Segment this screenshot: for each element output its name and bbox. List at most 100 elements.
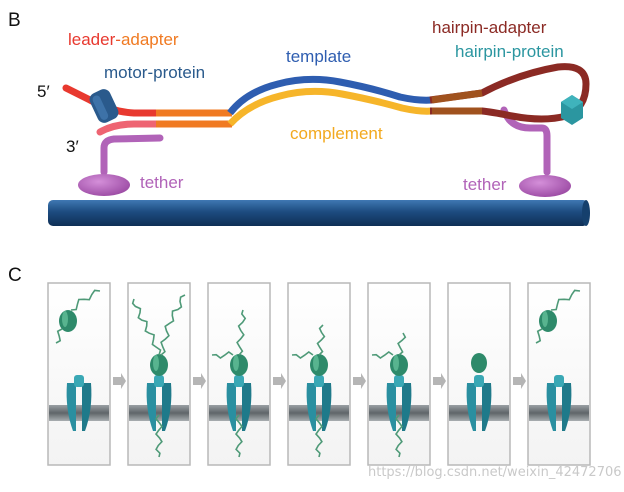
- watermark: https://blog.csdn.net/weixin_42472706: [368, 465, 622, 480]
- motor-highlight: [233, 355, 239, 371]
- step-arrow-6: [513, 373, 526, 389]
- dna-threaded: [314, 414, 324, 458]
- hairpin-adapter-light: [431, 89, 483, 115]
- frame-border: [47, 282, 111, 466]
- step-arrow-1: [113, 373, 126, 389]
- dna-strand: [131, 298, 162, 356]
- label-five-prime: 5′: [37, 82, 50, 101]
- membrane: [49, 405, 109, 421]
- pore-right-half: [162, 383, 172, 431]
- frame-2: [127, 282, 191, 466]
- frame-5: [367, 282, 431, 466]
- dna-threaded: [234, 414, 244, 458]
- nanopore: [466, 375, 492, 431]
- nanopore: [546, 375, 572, 431]
- motor-highlight: [542, 311, 548, 327]
- dna-lead: [211, 351, 234, 359]
- motor-complex: [230, 354, 248, 376]
- pore-cap: [474, 375, 484, 387]
- hairpin-protein-shape: [561, 95, 583, 125]
- dna-threaded: [154, 414, 164, 458]
- motor-highlight: [313, 355, 319, 371]
- motor-highlight: [153, 355, 159, 371]
- pore-left-half: [146, 383, 156, 431]
- pore-left-half: [386, 383, 396, 431]
- dna-upper: [236, 309, 247, 356]
- panel-b-letter: B: [8, 10, 21, 31]
- frame-3: [207, 282, 271, 466]
- motor-highlight: [393, 355, 399, 371]
- dna-lead: [291, 351, 314, 359]
- dna-threaded: [394, 414, 404, 458]
- pore-left-half: [466, 383, 476, 431]
- panel-c-letter: C: [8, 265, 22, 286]
- pore-left-half: [546, 383, 556, 431]
- step-arrow-2: [193, 373, 206, 389]
- tether-left-strand: [100, 134, 164, 176]
- pore-left-half: [306, 383, 316, 431]
- step-arrow-5: [433, 373, 446, 389]
- pore-right-half: [562, 383, 572, 431]
- membrane: [449, 405, 509, 421]
- complement-leader-strand: [96, 120, 162, 136]
- motor-complex: [390, 354, 408, 376]
- pore-right-half: [482, 383, 492, 431]
- pore-cap: [314, 375, 324, 387]
- label-motor-protein: motor-protein: [104, 63, 205, 82]
- panel-c: C: [8, 265, 591, 466]
- label-tether-right: tether: [463, 175, 507, 194]
- membrane: [289, 405, 349, 421]
- pore-cap: [234, 375, 244, 387]
- label-template: template: [286, 47, 351, 66]
- pore-left-half: [226, 383, 236, 431]
- pore-right-half: [322, 383, 332, 431]
- dna-strand: [70, 289, 101, 311]
- label-complement: complement: [290, 124, 383, 143]
- membrane: [529, 405, 589, 421]
- dna-strand: [550, 289, 581, 311]
- dna-tail: [55, 328, 63, 344]
- tether-right-anchor: [519, 175, 571, 197]
- dna-upper: [397, 332, 407, 356]
- pore-right-half: [402, 383, 412, 431]
- frame-4: [287, 282, 351, 466]
- motor-complex: [310, 354, 328, 376]
- dna-strand-2: [160, 294, 186, 356]
- motor-released: [471, 353, 487, 373]
- motor-body: [150, 354, 168, 376]
- motor-highlight: [62, 311, 68, 327]
- membrane: [209, 405, 269, 421]
- nanopore: [146, 375, 172, 431]
- frame-strip: [47, 282, 591, 466]
- pore-cap: [554, 375, 564, 387]
- panel-b: B: [8, 10, 590, 226]
- frame-7: [527, 282, 591, 466]
- motor-body: [310, 354, 328, 376]
- tether-left-anchor: [78, 174, 130, 196]
- nanopore: [226, 375, 252, 431]
- pore-left-half: [66, 383, 76, 431]
- motor-complex: [150, 354, 168, 376]
- nanopore: [66, 375, 92, 431]
- label-hairpin-protein: hairpin-protein: [455, 42, 564, 61]
- tether-right-strand: [500, 106, 551, 176]
- pore-cap: [154, 375, 164, 387]
- motor-body: [390, 354, 408, 376]
- substrate-bar: [48, 200, 588, 226]
- dna-upper: [316, 324, 326, 356]
- label-hairpin-adapter: hairpin-adapter: [432, 18, 547, 37]
- substrate-bar-end: [582, 200, 590, 226]
- motor-complex: [539, 310, 557, 332]
- frame-6: [447, 282, 511, 466]
- motor-complex: [59, 310, 77, 332]
- membrane: [129, 405, 189, 421]
- pore-cap: [394, 375, 404, 387]
- pore-cap: [74, 375, 84, 387]
- label-leader-adapter: leader-adapter: [68, 30, 179, 49]
- label-three-prime: 3′: [66, 137, 79, 156]
- motor-protein-shape: [89, 89, 119, 123]
- pore-right-half: [82, 383, 92, 431]
- dna-lead: [371, 351, 394, 359]
- complement-strand: [227, 87, 433, 127]
